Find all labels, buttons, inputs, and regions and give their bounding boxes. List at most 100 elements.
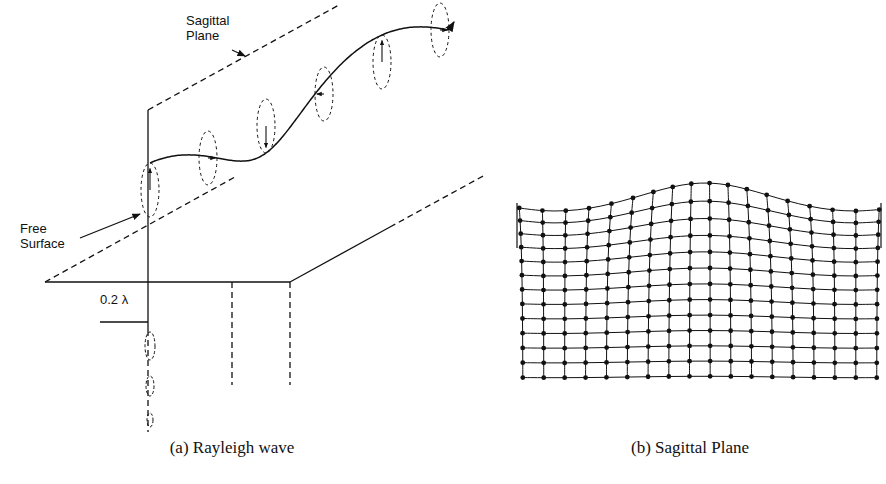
grid-particle xyxy=(648,237,653,242)
grid-particle xyxy=(631,195,636,200)
surface-right-edge-hidden xyxy=(390,175,485,227)
grid-particle xyxy=(770,329,775,334)
grid-particle xyxy=(807,204,812,209)
grid-particle xyxy=(789,256,794,261)
grid-particle xyxy=(785,198,790,203)
grid-particle xyxy=(749,298,754,303)
grid-row-line xyxy=(519,183,879,211)
grid-particle xyxy=(626,300,631,305)
grid-particle xyxy=(687,359,692,364)
grid-particle xyxy=(790,330,795,335)
grid-particle xyxy=(667,313,672,318)
particle-orbit xyxy=(373,35,391,89)
grid-particle xyxy=(768,254,773,259)
grid-particle xyxy=(584,302,589,307)
grid-particle xyxy=(708,281,713,286)
leader-lines xyxy=(80,50,245,238)
grid-particle xyxy=(563,233,568,238)
grid-particle xyxy=(810,258,815,263)
grid-particle xyxy=(767,223,772,228)
grid-particle xyxy=(875,259,880,264)
grid-particle xyxy=(687,374,692,379)
grid-particle xyxy=(517,206,522,211)
grid-particle xyxy=(646,314,651,319)
grid-particle xyxy=(853,288,858,293)
grid-particle xyxy=(727,217,732,222)
grid-particle xyxy=(708,328,713,333)
grid-particle xyxy=(628,225,633,230)
grid-particle xyxy=(811,272,816,277)
grid-row-line xyxy=(520,201,879,223)
grid-particle xyxy=(605,301,610,306)
grid-particle xyxy=(519,259,524,264)
grid-particle xyxy=(688,233,693,238)
grid-particle xyxy=(646,344,651,349)
grid-particle xyxy=(767,239,772,244)
grid-particle xyxy=(647,283,652,288)
grid-particle xyxy=(605,286,610,291)
grid-particle xyxy=(811,331,816,336)
subfigure-caption: (b) Sagittal Plane xyxy=(631,438,749,458)
grid-particle xyxy=(541,331,546,336)
grid-particle xyxy=(626,285,631,290)
grid-particle xyxy=(728,344,733,349)
grid-particle xyxy=(583,346,588,351)
grid-particle xyxy=(832,302,837,307)
grid-particle xyxy=(728,266,733,271)
grid-particle xyxy=(540,208,545,213)
grid-particle xyxy=(726,200,731,205)
grid-particle xyxy=(770,359,775,364)
grid-particle xyxy=(562,346,567,351)
grid-row-line xyxy=(523,376,877,377)
grid-row-line xyxy=(523,331,877,334)
plane-label: Sagittal Plane xyxy=(186,14,242,44)
grid-particle xyxy=(585,245,590,250)
grid-particle xyxy=(625,330,630,335)
grid-particle xyxy=(651,190,656,195)
grid-particle xyxy=(875,316,880,321)
particle-motion-arrow xyxy=(381,40,382,62)
grid-particle xyxy=(562,316,567,321)
grid-row-line xyxy=(522,252,878,262)
grid-particle xyxy=(770,374,775,379)
grid-particle xyxy=(687,344,692,349)
grid-particle xyxy=(791,375,796,380)
grid-particle xyxy=(831,232,836,237)
grid-particle xyxy=(646,374,651,379)
rayleigh-wave xyxy=(141,3,454,217)
grid-particle xyxy=(744,187,749,192)
grid-particle xyxy=(749,314,754,319)
grid-particle xyxy=(748,283,753,288)
grid-particle xyxy=(764,192,769,197)
grid-particle xyxy=(708,359,713,364)
grid-particle xyxy=(854,209,859,214)
grid-particle xyxy=(688,250,693,255)
grid-particle xyxy=(604,330,609,335)
grid-particle xyxy=(707,199,712,204)
grid-particle xyxy=(875,302,880,307)
grid-particle xyxy=(707,181,712,186)
grid-particle xyxy=(874,360,879,365)
grid-particle xyxy=(583,375,588,380)
grid-particle xyxy=(666,359,671,364)
grid-particle xyxy=(520,346,525,351)
grid-particle xyxy=(563,208,568,213)
grid-particle xyxy=(728,359,733,364)
grid-particle xyxy=(518,231,523,236)
grid-particle xyxy=(629,210,634,215)
grid-particle xyxy=(831,220,836,225)
grid-particle xyxy=(789,271,794,276)
grid-particle xyxy=(668,235,673,240)
surface-left-edge xyxy=(45,177,235,282)
grid-particle xyxy=(625,375,630,380)
grid-particle xyxy=(853,331,858,336)
half-space-block xyxy=(45,5,485,432)
grid-particle xyxy=(604,345,609,350)
grid-particle xyxy=(562,302,567,307)
grid-particle xyxy=(728,374,733,379)
grid-particle xyxy=(518,218,523,223)
grid-particle xyxy=(832,375,837,380)
sagittal-plane-top-edge xyxy=(148,5,339,110)
grid-particle xyxy=(687,297,692,302)
grid-particle xyxy=(853,346,858,351)
